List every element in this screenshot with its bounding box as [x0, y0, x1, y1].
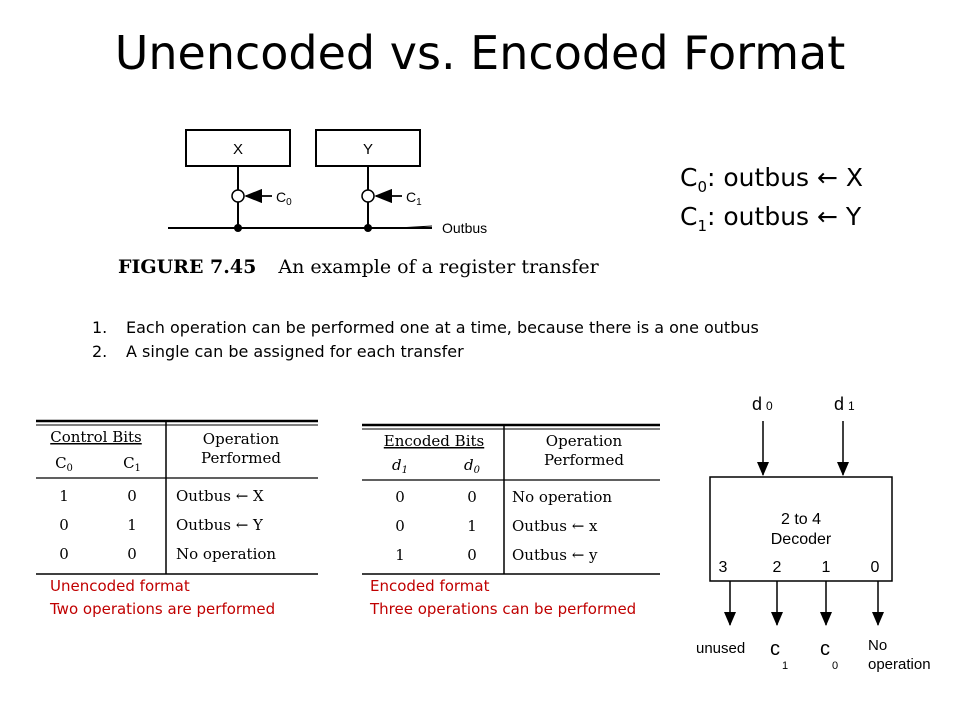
output-2-label: 2: [773, 559, 782, 576]
encoded-note: Encoded format Three operations can be p…: [370, 577, 637, 618]
table-header-performed: Performed: [544, 451, 624, 469]
svg-text:Outbus ← x: Outbus ← x: [512, 517, 598, 535]
control-c1-label: C1: [406, 189, 422, 208]
output-0-name-2: operation: [868, 656, 931, 673]
output-1-label: 1: [822, 559, 831, 576]
table-row: 0 0 No operation: [59, 545, 276, 563]
list-item: 1.Each operation can be performed one at…: [92, 318, 759, 337]
table-row: 0 0 No operation: [395, 488, 612, 506]
register-y-label: Y: [363, 141, 373, 158]
output-0-label: 0: [871, 559, 880, 576]
table-row: 0 1 Outbus ← x: [395, 517, 598, 535]
decoder-box: [709, 476, 893, 582]
gate-c1: [361, 189, 375, 203]
register-transfer-figure: X Y C0 C1 Outbus: [168, 129, 487, 236]
equation-c0: C0: outbus ← X: [680, 163, 864, 196]
decoder-label-1: 2 to 4: [781, 511, 821, 528]
output-1-name: c0: [820, 638, 838, 672]
encoded-table: Encoded Bits Operation Performed d1 d0 0…: [362, 423, 660, 575]
unencoded-note: Unencoded format Two operations are perf…: [50, 577, 276, 618]
table-row: 0 1 Outbus ← Y: [59, 516, 264, 534]
unencoded-table: Control Bits Operation Performed C0 C1 1…: [36, 419, 318, 575]
svg-text:0: 0: [127, 487, 137, 505]
svg-text:0: 0: [395, 517, 405, 535]
col-d1: d1: [392, 456, 408, 476]
slide-title: Unencoded vs. Encoded Format: [114, 26, 846, 80]
col-d0: d0: [464, 456, 481, 476]
svg-text:1: 1: [467, 517, 477, 535]
svg-text:0: 0: [395, 488, 405, 506]
table-header-operation: Operation: [546, 432, 623, 450]
points-list: 1.Each operation can be performed one at…: [92, 316, 759, 364]
figure-caption-text: An example of a register transfer: [278, 256, 599, 278]
output-3-name: unused: [696, 640, 745, 657]
svg-text:Outbus ← X: Outbus ← X: [176, 487, 264, 505]
equation-c1: C1: outbus ← Y: [680, 202, 862, 235]
svg-text:1: 1: [59, 487, 69, 505]
svg-text:No operation: No operation: [176, 545, 276, 563]
svg-text:0: 0: [467, 546, 477, 564]
table-header-control-bits: Control Bits: [50, 428, 142, 446]
table-header-encoded-bits: Encoded Bits: [384, 432, 484, 450]
svg-text:0: 0: [467, 488, 477, 506]
table-header-performed: Performed: [201, 449, 281, 467]
decoder-label-2: Decoder: [771, 531, 832, 548]
outbus-label: Outbus: [442, 220, 487, 236]
list-item: 2.A single can be assigned for each tran…: [92, 342, 464, 361]
svg-text:Outbus ← y: Outbus ← y: [512, 546, 598, 564]
output-0-name-1: No: [868, 637, 887, 654]
gate-c0: [231, 189, 245, 203]
table-row: 1 0 Outbus ← y: [395, 546, 598, 564]
figure-number: FIGURE 7.45: [118, 256, 257, 278]
svg-text:0: 0: [127, 545, 137, 563]
svg-text:Outbus ← Y: Outbus ← Y: [176, 516, 264, 534]
figure-caption: FIGURE 7.45 An example of a register tran…: [118, 256, 599, 278]
col-c0: C0: [55, 454, 73, 474]
left-arrow-icon: ←: [817, 202, 838, 231]
output-2-name: c1: [770, 638, 788, 672]
svg-text:No operation: No operation: [512, 488, 612, 506]
table-header-operation: Operation: [203, 430, 280, 448]
svg-text:0: 0: [59, 516, 69, 534]
svg-text:0: 0: [59, 545, 69, 563]
left-arrow-icon: ←: [817, 163, 838, 192]
svg-text:1: 1: [395, 546, 405, 564]
register-x-label: X: [233, 141, 243, 158]
control-c0-label: C0: [276, 189, 292, 208]
col-c1: C1: [123, 454, 141, 474]
table-row: 1 0 Outbus ← X: [59, 487, 264, 505]
output-3-label: 3: [719, 559, 728, 576]
svg-text:1: 1: [127, 516, 137, 534]
